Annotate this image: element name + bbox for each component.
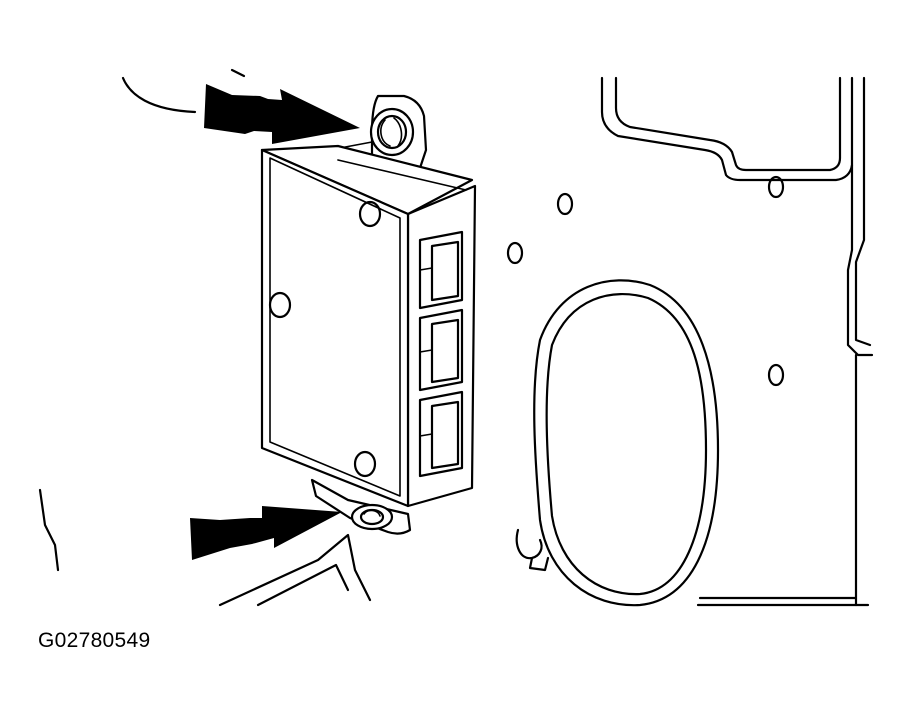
connector-upper bbox=[418, 230, 464, 310]
module-hole-bottom bbox=[353, 450, 377, 478]
lower-fastener-icon bbox=[350, 503, 394, 531]
panel-hole bbox=[767, 363, 785, 387]
lower-left-trim-line bbox=[38, 488, 60, 572]
speaker-opening-inner bbox=[545, 292, 708, 596]
arrow-icon bbox=[190, 506, 342, 560]
panel-hole bbox=[767, 175, 785, 199]
clip-feature-tab bbox=[528, 556, 550, 572]
module-hole-top bbox=[358, 200, 382, 228]
connector-lower bbox=[418, 390, 464, 478]
arrow-icon bbox=[204, 84, 360, 144]
module-hole-mid bbox=[268, 291, 292, 319]
figure-id-label: G02780549 bbox=[38, 629, 151, 652]
panel-hole bbox=[556, 192, 574, 216]
electronic-module bbox=[260, 94, 477, 535]
module-top-edge bbox=[337, 159, 467, 191]
module-front-face bbox=[260, 148, 410, 508]
upper-fastener-icon bbox=[369, 107, 415, 157]
upper-left-trim-curve bbox=[121, 76, 197, 114]
panel-hole bbox=[506, 241, 524, 265]
connector-middle bbox=[418, 308, 464, 392]
lower-bracket-outline bbox=[218, 533, 372, 607]
door-inner-panel bbox=[600, 76, 874, 607]
speaker-opening-outer bbox=[533, 279, 720, 607]
upper-left-trim-tick bbox=[230, 68, 246, 78]
lower-bracket-line bbox=[256, 563, 350, 607]
clip-feature bbox=[515, 528, 543, 560]
module-front-bevel bbox=[269, 157, 401, 497]
